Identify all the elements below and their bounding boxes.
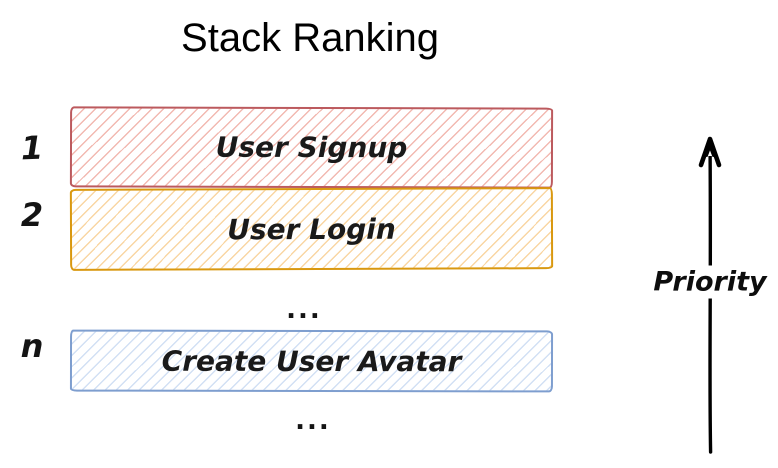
stack-item-label: Create User Avatar	[161, 344, 462, 378]
stack-item-user-login: User Login	[69, 187, 554, 271]
arrow-head-icon	[698, 136, 722, 168]
arrow-head-inner	[705, 146, 715, 157]
ellipsis-between-items: ...	[286, 295, 322, 325]
stack-item-create-user-avatar: Create User Avatar	[69, 329, 554, 393]
priority-label: Priority	[648, 265, 772, 299]
ellipsis-after-items: ...	[295, 406, 331, 436]
diagram-title: Stack Ranking	[181, 16, 439, 60]
rank-label-2: 2	[20, 196, 44, 234]
priority-arrow	[698, 136, 722, 454]
arrow-shaft	[708, 140, 713, 454]
rank-label-1: 1	[20, 128, 44, 168]
stack-item-user-signup: User Signup	[69, 106, 554, 189]
stack-item-label: User Signup	[215, 130, 408, 165]
stack-item-label: User Login	[227, 212, 396, 246]
rank-label-n: n	[20, 327, 44, 365]
